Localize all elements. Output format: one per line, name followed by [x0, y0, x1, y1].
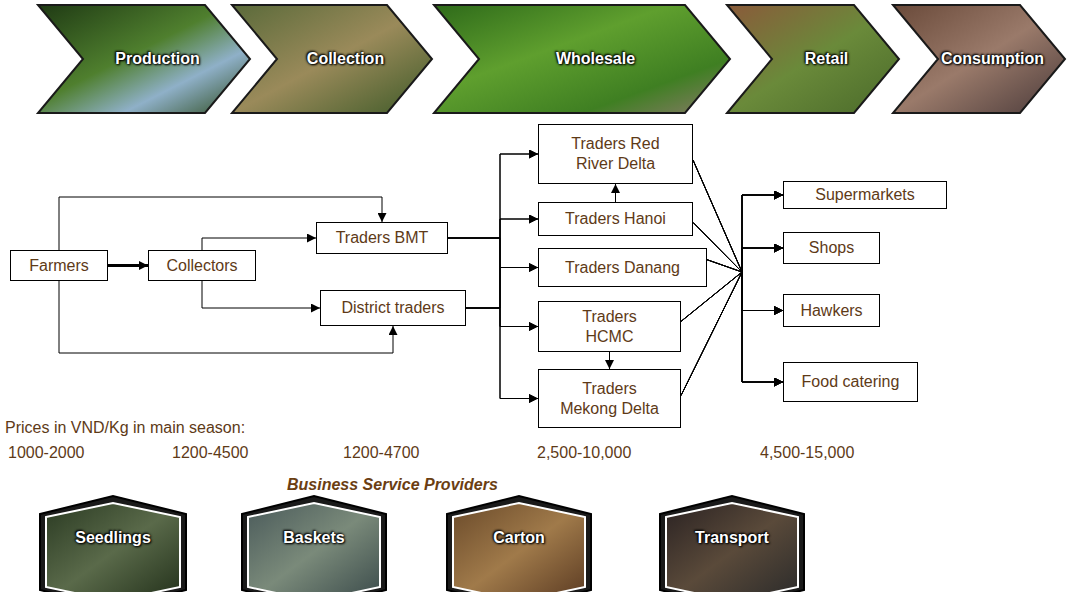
service-label: Baskets	[283, 528, 344, 547]
flow-arrow	[615, 184, 616, 202]
flow-arrow	[681, 272, 783, 396]
stage-chevron: Consumption	[893, 5, 1065, 113]
hexagon-frame-outer	[242, 496, 386, 592]
flow-arrow	[693, 160, 783, 311]
flow-arrow	[707, 248, 783, 272]
box-label: Traders HCMC	[557, 307, 662, 347]
stage-chevron: Collection	[232, 5, 432, 113]
service-hexagon: Seedlings	[40, 496, 186, 592]
chevron-photo	[38, 5, 250, 113]
flow-arrow	[466, 219, 538, 308]
chevron-photo	[727, 5, 899, 113]
actor-box: Traders HCMC	[538, 301, 681, 352]
actor-box: Traders Hanoi	[538, 202, 693, 236]
actor-box: Farmers	[10, 250, 108, 281]
actor-box: Food catering	[783, 362, 918, 402]
price-range: 1000-2000	[8, 443, 85, 462]
actor-box: Collectors	[148, 250, 256, 281]
hexagon-photo	[453, 503, 585, 592]
price-caption: Prices in VND/Kg in main season:	[5, 418, 245, 437]
chevron-photo	[434, 5, 730, 113]
hexagon-frame-outer	[660, 496, 804, 592]
box-label: Shops	[809, 238, 854, 258]
section-heading: Business Service Providers	[287, 475, 498, 494]
stage-label: Production	[115, 49, 199, 68]
flow-arrow	[693, 222, 783, 382]
box-label: Food catering	[802, 372, 900, 392]
flow-arrow	[448, 154, 538, 238]
flow-arrow	[707, 260, 783, 311]
hexagon-frame-outer	[40, 496, 186, 592]
flow-arrow	[108, 264, 148, 267]
flow-arrow	[681, 272, 783, 396]
service-label: Seedlings	[75, 528, 151, 547]
actor-box: Traders Red River Delta	[538, 124, 693, 184]
flow-arrow	[448, 219, 538, 238]
hexagon-photo	[666, 503, 798, 592]
actor-box: Supermarkets	[783, 181, 947, 209]
price-range: 2,500-10,000	[537, 443, 631, 462]
service-label: Carton	[493, 528, 545, 547]
actor-box: Shops	[783, 232, 880, 264]
price-range: 1200-4500	[172, 443, 249, 462]
stage-chevron: Retail	[727, 5, 899, 113]
service-hexagon: Carton	[447, 496, 591, 592]
flow-arrow	[202, 238, 316, 250]
box-label: Hawkers	[800, 301, 862, 321]
actor-box: Traders Mekong Delta	[538, 369, 681, 428]
box-label: Collectors	[166, 256, 237, 276]
stage-chevron: Wholesale	[434, 5, 730, 113]
stage-label: Wholesale	[556, 49, 635, 68]
price-range: 1200-4700	[343, 443, 420, 462]
stage-label: Collection	[307, 49, 384, 68]
actor-box: District traders	[320, 290, 466, 326]
chevron-photo	[893, 5, 1065, 113]
box-label: Traders Hanoi	[565, 209, 666, 229]
flow-arrow	[466, 268, 538, 309]
stage-chevron: Production	[38, 5, 250, 113]
service-label: Transport	[695, 528, 769, 547]
flow-arrow	[707, 195, 783, 272]
flow-arrow	[466, 154, 538, 308]
box-label: Traders Danang	[565, 258, 680, 278]
actor-box: Traders Danang	[538, 248, 707, 287]
flow-arrow	[466, 308, 538, 399]
box-label: Traders BMT	[336, 228, 429, 248]
chevron-photo	[232, 5, 432, 113]
hexagon-photo	[248, 503, 380, 592]
actor-box: Hawkers	[783, 294, 880, 327]
hexagon-photo	[46, 503, 180, 592]
box-label: Farmers	[29, 256, 89, 276]
actor-box: Traders BMT	[316, 222, 448, 254]
service-hexagon: Baskets	[242, 496, 386, 592]
box-label: Traders Mekong Delta	[555, 379, 664, 419]
flow-arrow	[609, 352, 610, 369]
flow-arrow	[202, 281, 320, 308]
hexagon-frame-outer	[447, 496, 591, 592]
price-range: 4,500-15,000	[760, 443, 854, 462]
box-label: District traders	[341, 298, 444, 318]
flow-arrow	[681, 195, 783, 396]
box-label: Supermarkets	[815, 185, 915, 205]
box-label: Traders Red River Delta	[557, 134, 674, 174]
service-hexagon: Transport	[660, 496, 804, 592]
flow-arrow	[448, 238, 538, 268]
flow-arrow	[466, 308, 538, 327]
stage-label: Consumption	[941, 49, 1044, 68]
stage-label: Retail	[805, 49, 849, 68]
